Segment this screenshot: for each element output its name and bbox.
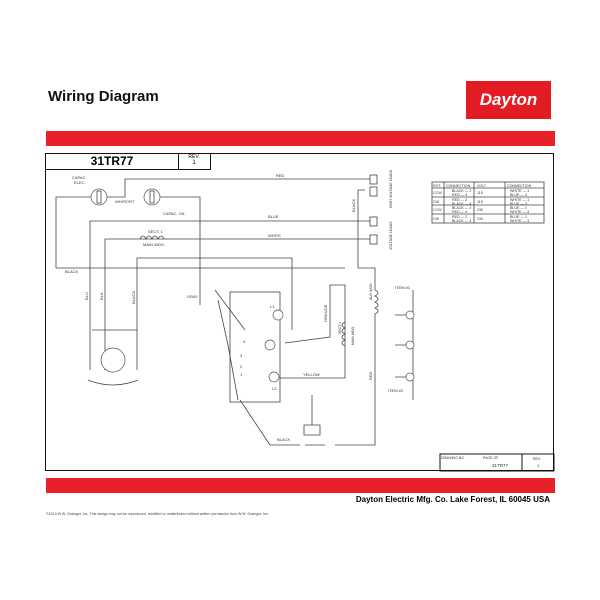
label: MAIN WDG. (143, 242, 165, 247)
svg-text:RED — 4: RED — 4 (452, 210, 467, 214)
main-winding-2 (341, 321, 346, 347)
svg-text:BLACK — 4: BLACK — 4 (452, 202, 471, 206)
label: HIGH VOLTAGE LEADS (389, 169, 393, 208)
wire-black-right (357, 189, 376, 290)
svg-text:RED — 2: RED — 2 (452, 215, 467, 219)
label: AUX WDG (369, 283, 373, 300)
page-title: Wiring Diagram (48, 88, 159, 105)
rev-cell: REV. 1 (178, 154, 211, 170)
svg-text:BLUE — 1: BLUE — 1 (510, 206, 527, 210)
table-header: VOLT (477, 184, 487, 188)
svg-text:BLACK — 4: BLACK — 4 (452, 219, 471, 223)
svg-text:RED — 4: RED — 4 (452, 193, 467, 197)
wire-orange-yellow (280, 284, 346, 379)
drawing-number-block: DRAWING NO. PAGE OF 31TR77 REV. 1 (439, 453, 555, 472)
wire-white-rt (160, 196, 201, 305)
drawing-number: 31TR77 (492, 463, 509, 468)
label: BLACK (351, 199, 356, 212)
label: ITEM #2 (388, 388, 404, 393)
wire-black-bottom (239, 399, 300, 446)
centrifugal-switch (229, 291, 281, 403)
label: 4 (243, 339, 246, 344)
svg-text:BLUE — 3: BLUE — 3 (510, 202, 527, 206)
dayton-logo: Dayton (466, 81, 551, 119)
label: BLACK (277, 437, 290, 442)
label: DRAWING NO. (441, 456, 465, 460)
label: SECT. 1 (148, 229, 163, 234)
label: CAPAC. (72, 175, 87, 180)
label: CAPAC. OIL (163, 211, 186, 216)
label: ORANGE (323, 304, 328, 322)
svg-text:CW: CW (433, 217, 440, 221)
main-winding-1 (139, 235, 165, 240)
table-header: CONNECTION (446, 184, 471, 188)
label: BLK (99, 292, 104, 300)
svg-text:RED — 2: RED — 2 (452, 198, 467, 202)
svg-text:BLACK — 2: BLACK — 2 (452, 206, 471, 210)
label: ELEC. (74, 180, 86, 185)
svg-text:115: 115 (477, 191, 483, 195)
wire-black-2 (136, 257, 293, 340)
rev-label: REV. (188, 154, 200, 160)
svg-text:230: 230 (477, 217, 483, 221)
aux-winding (335, 289, 379, 446)
svg-text:230: 230 (477, 208, 483, 212)
table-header: ROT. (433, 184, 441, 188)
wire-white (104, 238, 370, 340)
thermal-protector (303, 395, 325, 446)
svg-text:WHITE — 1: WHITE — 1 (510, 189, 529, 193)
label: PAGE OF (483, 456, 498, 460)
label: SECT 2 (338, 322, 342, 334)
label: MAIN WDG. (351, 326, 355, 345)
svg-text:WHITE — 3: WHITE — 3 (510, 210, 529, 214)
svg-text:BLUE — 3: BLUE — 3 (510, 193, 527, 197)
label: VOLTAGE LEADS (389, 221, 393, 250)
label: ITEM #1 (395, 285, 411, 290)
label: 1 (240, 372, 243, 377)
label: REV. (533, 457, 541, 461)
label: L2 (272, 386, 277, 391)
bottom-red-bar (46, 478, 555, 493)
svg-text:CCW: CCW (433, 191, 442, 195)
label: GRAY (187, 294, 198, 299)
svg-text:BLUE — 1: BLUE — 1 (510, 215, 527, 219)
svg-text:WHITE — 3: WHITE — 3 (510, 219, 529, 223)
wire-blue (89, 220, 370, 340)
svg-text:BLACK — 2: BLACK — 2 (452, 189, 471, 193)
company-address: Dayton Electric Mfg. Co. Lake Forest, IL… (355, 495, 550, 504)
label: BLACK (131, 291, 136, 304)
svg-text:115: 115 (477, 200, 483, 204)
terminal-block (369, 174, 378, 245)
label: WHITE/RT (115, 199, 135, 204)
label: BLUE (268, 214, 279, 219)
rev-value: 1 (537, 463, 540, 468)
svg-text:CW: CW (433, 200, 440, 204)
table-header: CONNECTION (507, 184, 532, 188)
diagram-frame: 31TR77 REV. 1 (45, 153, 554, 471)
label: 3 (240, 353, 243, 358)
label: 2 (240, 364, 243, 369)
top-red-bar (46, 131, 555, 146)
label: L1 (270, 304, 275, 309)
label: BLACK (65, 269, 78, 274)
label: WHITE (268, 233, 281, 238)
copyright: ©2013 W.W. Grainger, Inc. This design ma… (46, 512, 269, 516)
wire-black (55, 196, 345, 269)
label: RED (368, 371, 373, 380)
connection-table: ROT. CONNECTION VOLT CONNECTION CCW BLACK… (431, 181, 545, 224)
svg-text:CCW: CCW (433, 208, 442, 212)
label: RED (276, 173, 285, 178)
svg-text:WHITE — 1: WHITE — 1 (510, 198, 529, 202)
label: YELLOW (303, 372, 320, 377)
model-number: 31TR77 (46, 154, 179, 170)
rev-value: 1 (192, 160, 196, 166)
label: BLU (84, 292, 89, 300)
wire-red (107, 178, 370, 198)
